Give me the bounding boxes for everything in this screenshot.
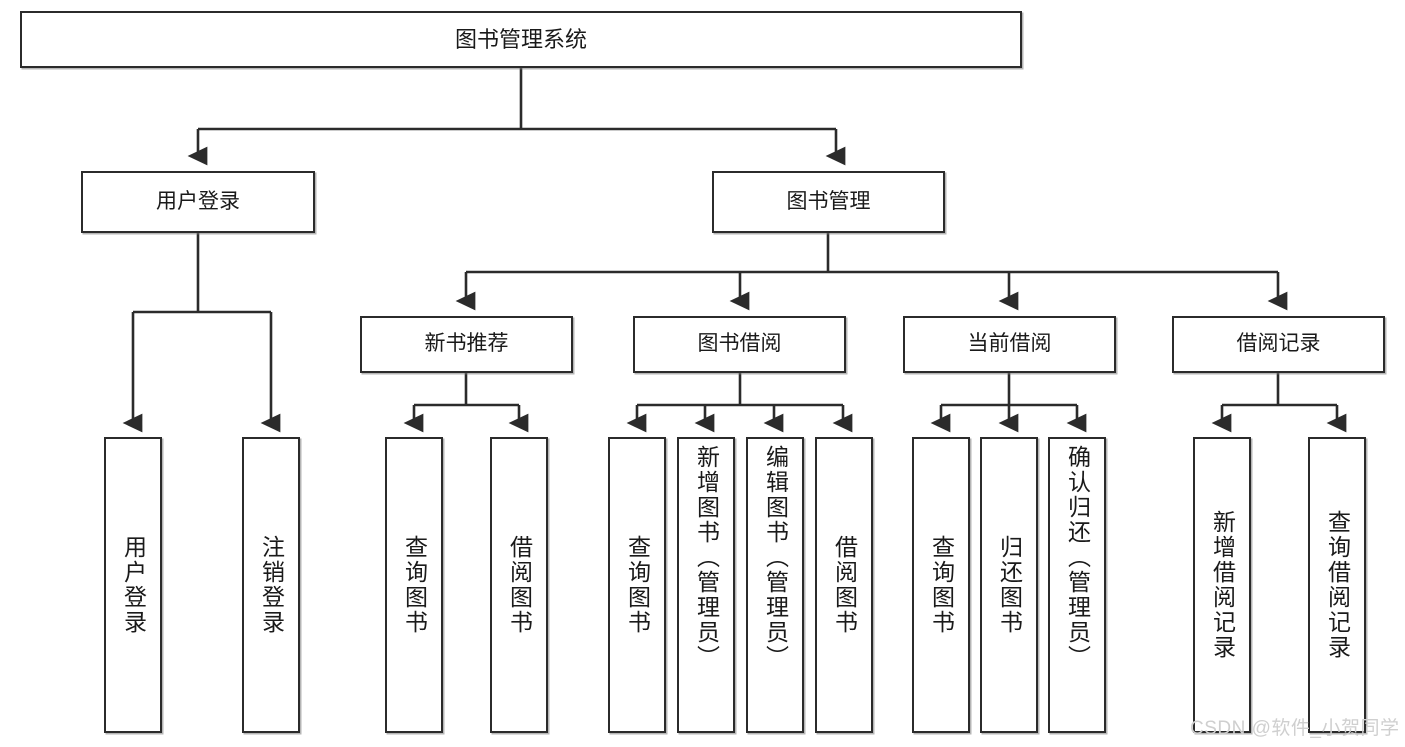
node-new-book-recommend[interactable]: 新书推荐: [360, 316, 573, 373]
leaf-bb-add-book-label: 新增图书（管理员）: [693, 445, 720, 670]
leaf-nb-query-book-label: 查询图书: [401, 535, 428, 635]
node-book-manage[interactable]: 图书管理: [712, 171, 945, 233]
leaf-bb-query-book-label: 查询图书: [624, 535, 651, 635]
leaf-logout[interactable]: 注销登录: [242, 437, 300, 733]
leaf-cb-confirm-return-label: 确认归还（管理员）: [1064, 445, 1091, 670]
node-borrow-record[interactable]: 借阅记录: [1172, 316, 1385, 373]
node-user-login[interactable]: 用户登录: [81, 171, 315, 233]
node-book-borrow[interactable]: 图书借阅: [633, 316, 846, 373]
leaf-br-query-record[interactable]: 查询借阅记录: [1308, 437, 1366, 733]
leaf-user-login-label: 用户登录: [120, 535, 147, 635]
node-book-manage-label: 图书管理: [786, 189, 871, 213]
leaf-cb-query-book[interactable]: 查询图书: [912, 437, 970, 733]
node-new-book-recommend-label: 新书推荐: [424, 332, 509, 356]
node-root[interactable]: 图书管理系统: [20, 11, 1022, 68]
node-current-borrow-label: 当前借阅: [967, 332, 1052, 356]
leaf-bb-edit-book[interactable]: 编辑图书（管理员）: [746, 437, 804, 733]
node-root-label: 图书管理系统: [454, 26, 587, 52]
leaf-nb-borrow-book-label: 借阅图书: [506, 535, 533, 635]
watermark: CSDN @软件_小贺同学: [1190, 718, 1400, 739]
leaf-nb-borrow-book[interactable]: 借阅图书: [490, 437, 548, 733]
leaf-cb-return-book[interactable]: 归还图书: [980, 437, 1038, 733]
leaf-bb-borrow-book[interactable]: 借阅图书: [815, 437, 873, 733]
node-user-login-label: 用户登录: [156, 189, 240, 213]
leaf-bb-add-book[interactable]: 新增图书（管理员）: [677, 437, 735, 733]
node-current-borrow[interactable]: 当前借阅: [903, 316, 1116, 373]
leaf-cb-confirm-return[interactable]: 确认归还（管理员）: [1048, 437, 1106, 733]
node-book-borrow-label: 图书借阅: [697, 332, 782, 356]
leaf-nb-query-book[interactable]: 查询图书: [385, 437, 443, 733]
leaf-user-login[interactable]: 用户登录: [104, 437, 162, 733]
leaf-bb-borrow-book-label: 借阅图书: [831, 535, 858, 635]
leaf-bb-edit-book-label: 编辑图书（管理员）: [762, 445, 789, 670]
leaf-bb-query-book[interactable]: 查询图书: [608, 437, 666, 733]
leaf-br-add-record-label: 新增借阅记录: [1209, 510, 1236, 660]
leaf-br-add-record[interactable]: 新增借阅记录: [1193, 437, 1251, 733]
leaf-logout-label: 注销登录: [258, 535, 285, 635]
node-borrow-record-label: 借阅记录: [1236, 332, 1321, 356]
leaf-br-query-record-label: 查询借阅记录: [1324, 510, 1351, 660]
leaf-cb-query-book-label: 查询图书: [928, 535, 955, 635]
leaf-cb-return-book-label: 归还图书: [996, 535, 1023, 635]
